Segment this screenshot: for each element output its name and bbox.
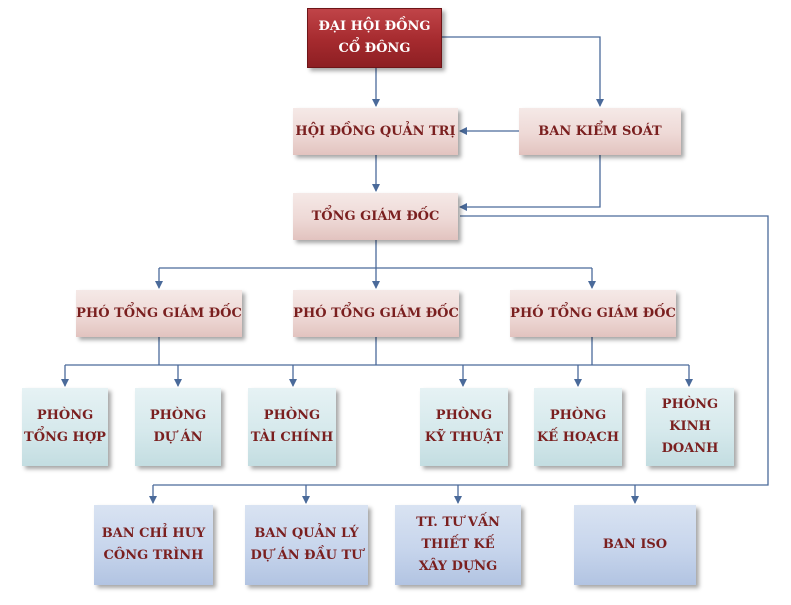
node-dept-project: PHÒNG DỰ ÁN: [135, 388, 221, 466]
node-supervisory-label: BAN KIỂM SOÁT: [538, 123, 662, 139]
node-iso-label: BAN ISO: [602, 537, 668, 552]
node-deputy-2-label: PHÓ TỔNG GIÁM ĐỐC: [293, 305, 459, 321]
node-dept-finance: PHÒNG TÀI CHÍNH: [248, 388, 336, 466]
node-ceo-label: TỔNG GIÁM ĐỐC: [311, 208, 440, 224]
node-board-label: HỘI ĐỒNG QUẢN TRỊ: [295, 123, 456, 139]
node-dept-project-label: PHÒNG DỰ ÁN: [149, 408, 207, 445]
connector-shareholders-supervisory: [442, 36, 604, 107]
node-deputy-3-label: PHÓ TỔNG GIÁM ĐỐC: [510, 305, 676, 321]
node-shareholders: ĐẠI HỘI ĐỒNG CỔ ĐÔNG: [307, 8, 442, 68]
node-site-command: BAN CHỈ HUY CÔNG TRÌNH: [94, 505, 213, 585]
node-deputy-1: PHÓ TỔNG GIÁM ĐỐC: [76, 290, 242, 337]
node-iso: BAN ISO: [574, 505, 696, 585]
node-dept-business-label: PHÒNG KINH DOANH: [661, 397, 719, 456]
node-dept-general-label: PHÒNG TỔNG HỢP: [24, 408, 106, 445]
node-investment-mgmt-label: BAN QUẢN LÝ DỰ ÁN ĐẦU TƯ: [250, 526, 363, 563]
node-shareholders-label: ĐẠI HỘI ĐỒNG CỔ ĐÔNG: [318, 19, 431, 56]
node-dept-planning: PHÒNG KẾ HOẠCH: [534, 388, 622, 466]
node-dept-finance-label: PHÒNG TÀI CHÍNH: [250, 408, 334, 445]
node-dept-planning-label: PHÒNG KẾ HOẠCH: [536, 408, 620, 445]
node-dept-technical: PHÒNG KỸ THUẬT: [420, 388, 508, 466]
node-dept-business: PHÒNG KINH DOANH: [646, 388, 734, 466]
node-board: HỘI ĐỒNG QUẢN TRỊ: [293, 108, 458, 155]
node-deputy-3: PHÓ TỔNG GIÁM ĐỐC: [510, 290, 676, 337]
node-supervisory: BAN KIỂM SOÁT: [519, 108, 681, 155]
node-deputy-1-label: PHÓ TỔNG GIÁM ĐỐC: [76, 305, 242, 321]
node-ceo: TỔNG GIÁM ĐỐC: [293, 193, 458, 240]
node-deputy-2: PHÓ TỔNG GIÁM ĐỐC: [293, 290, 459, 337]
node-construction-consult: TT. TƯ VẤN THIẾT KẾ XÂY DỰNG: [395, 505, 521, 585]
node-investment-mgmt: BAN QUẢN LÝ DỰ ÁN ĐẦU TƯ: [245, 505, 368, 585]
connector-ceo-right-loop: [153, 215, 769, 486]
node-site-command-label: BAN CHỈ HUY CÔNG TRÌNH: [101, 526, 206, 563]
node-construction-consult-label: TT. TƯ VẤN THIẾT KẾ XÂY DỰNG: [416, 515, 500, 574]
node-dept-technical-label: PHÒNG KỸ THUẬT: [424, 408, 504, 445]
node-dept-general: PHÒNG TỔNG HỢP: [22, 388, 108, 466]
connector-supervisory-ceo: [459, 155, 601, 211]
